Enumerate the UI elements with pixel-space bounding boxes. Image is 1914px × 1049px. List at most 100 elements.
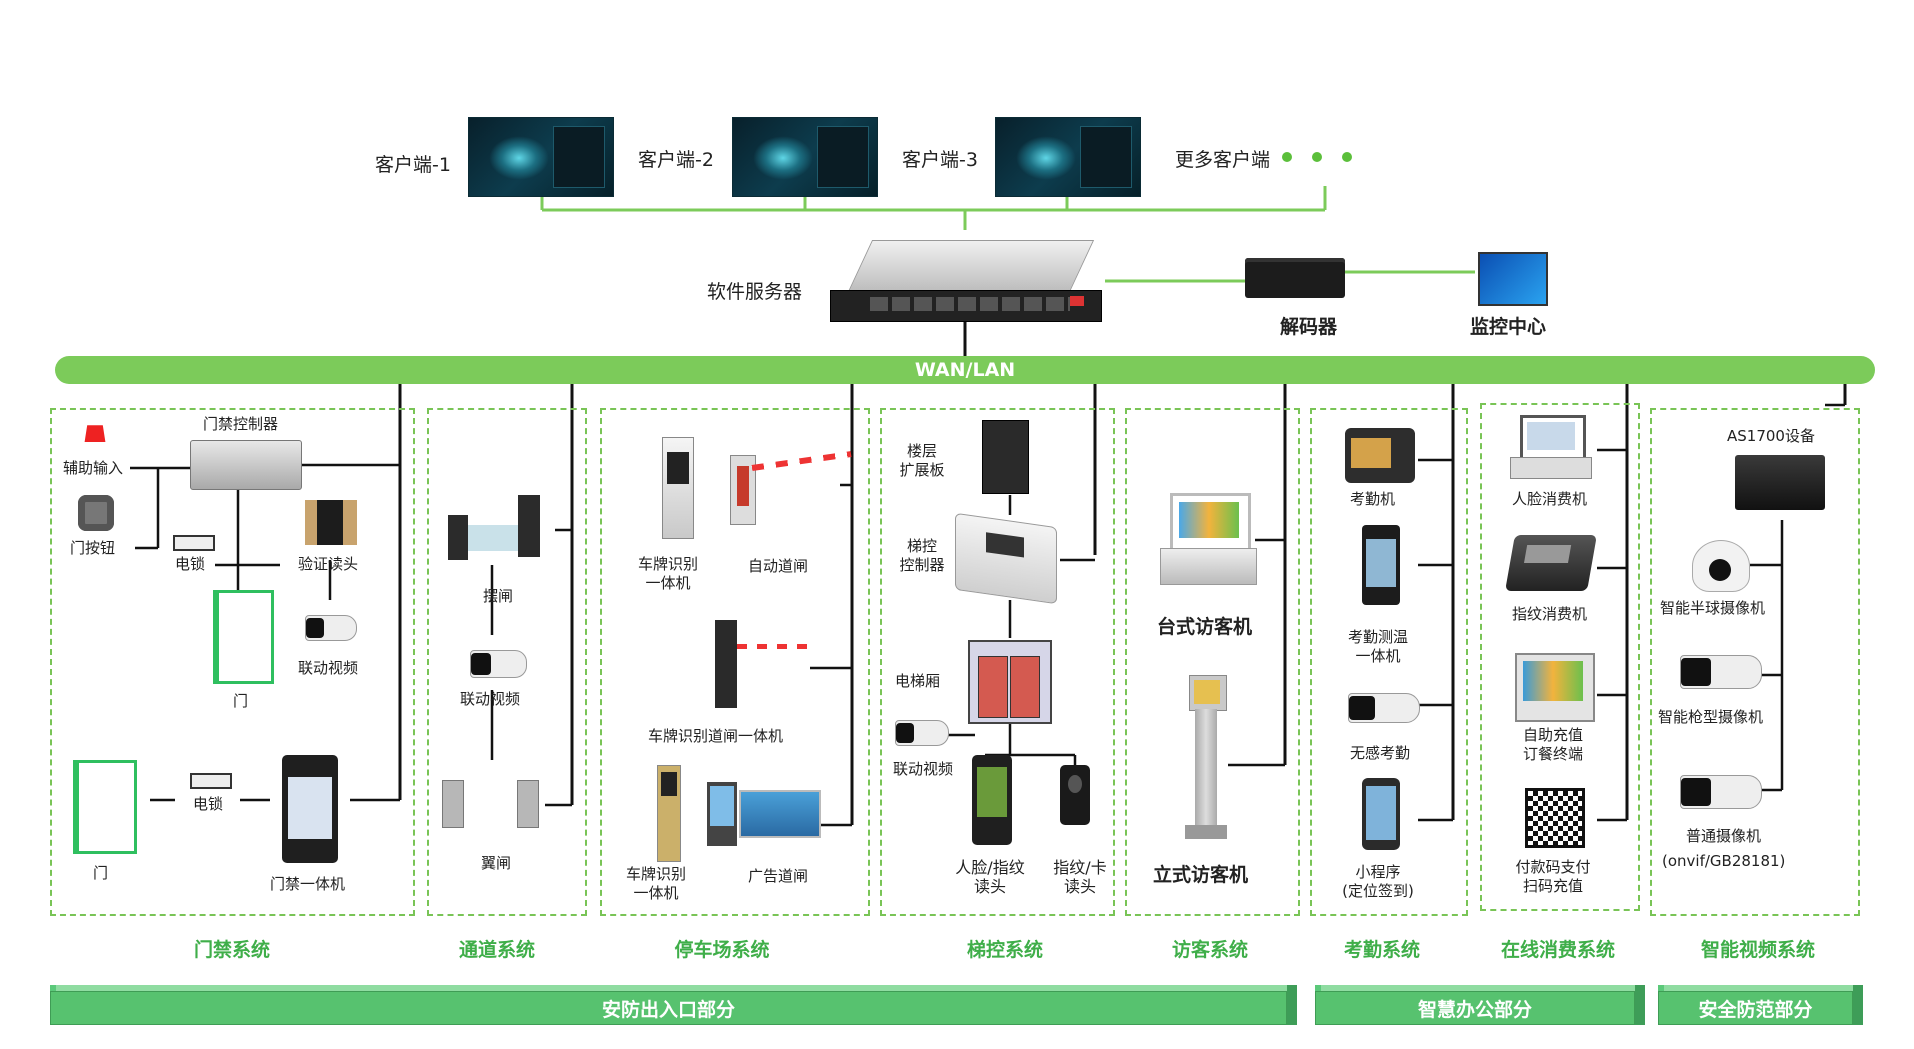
category-parking: 停车场系统 xyxy=(674,939,770,961)
video-1-label: 联动视频 xyxy=(298,659,359,677)
client-1-label: 客户端-1 xyxy=(375,154,451,176)
barrier-icon xyxy=(730,451,855,525)
elevator-car-label: 电梯厢 xyxy=(895,672,941,690)
client-2-screen xyxy=(732,117,878,197)
elevator-controller-icon xyxy=(955,512,1057,605)
parking-box xyxy=(600,408,870,916)
miniapp-label: 小程序 (定位签到) xyxy=(1342,863,1414,900)
elevator-box xyxy=(880,408,1115,916)
face-reader-label: 人脸/指纹 读头 xyxy=(955,858,1025,896)
kiosk-label: 自助充值 订餐终端 xyxy=(1522,726,1584,763)
video-box xyxy=(1650,408,1860,916)
barrier-label: 自动道闸 xyxy=(748,557,809,575)
section-band-security: 安全防范部分 xyxy=(1658,985,1863,1025)
lock-2-icon xyxy=(190,773,232,789)
fp-reader-label: 指纹/卡 读头 xyxy=(1053,858,1107,896)
temp-terminal-label: 考勤测温 一体机 xyxy=(1347,628,1409,665)
lock-1-label: 电锁 xyxy=(175,555,206,573)
normal-camera-icon xyxy=(1680,775,1762,809)
fp-pos-label: 指纹消费机 xyxy=(1512,605,1588,623)
desk-visitor-icon xyxy=(1160,493,1257,588)
door-button-label: 门按钮 xyxy=(70,539,116,557)
bullet-camera-icon xyxy=(1680,655,1762,689)
more-clients-label: 更多客户端 xyxy=(1175,149,1271,171)
aux-input-label: 辅助输入 xyxy=(63,459,124,477)
qr-label: 付款码支付 扫码充值 xyxy=(1515,858,1591,895)
face-pos-icon xyxy=(1510,415,1592,480)
wing-label: 翼闸 xyxy=(481,854,512,872)
door-1-label: 门 xyxy=(233,692,249,710)
lpr-camera-2-icon xyxy=(657,765,681,862)
lpr-gate-label: 车牌识别道闸一体机 xyxy=(648,727,784,745)
stand-visitor-label: 立式访客机 xyxy=(1153,864,1249,886)
floor-board-label: 楼层 扩展板 xyxy=(899,442,945,479)
lpr-camera-1-icon xyxy=(662,437,694,539)
server-label: 软件服务器 xyxy=(707,281,803,303)
stand-visitor-icon xyxy=(1185,675,1227,840)
elevator-car-icon xyxy=(968,640,1052,724)
wing-gate-icon xyxy=(442,770,542,828)
door-button-icon xyxy=(78,495,114,531)
access-control-box xyxy=(50,408,415,916)
elevator-controller-label: 梯控 控制器 xyxy=(899,537,945,574)
attendance-machine-label: 考勤机 xyxy=(1350,490,1396,508)
floor-board-icon xyxy=(982,420,1029,494)
normal-camera-label: 普通摄像机 xyxy=(1686,827,1762,845)
camera-4-icon xyxy=(1348,693,1420,723)
face-reader-icon xyxy=(972,755,1012,845)
category-video: 智能视频系统 xyxy=(1700,939,1816,961)
server-icon xyxy=(830,240,1102,330)
category-channel: 通道系统 xyxy=(458,939,536,961)
access-terminal-icon xyxy=(282,755,338,863)
face-pos-label: 人脸消费机 xyxy=(1512,490,1588,508)
monitor-label: 监控中心 xyxy=(1470,316,1547,338)
attendance-machine-icon xyxy=(1345,428,1415,483)
visitor-box xyxy=(1125,408,1300,916)
camera-3-icon xyxy=(895,720,949,746)
video-2-label: 联动视频 xyxy=(460,690,521,708)
category-access: 门禁系统 xyxy=(193,939,271,961)
normal-camera-note: (onvif/GB28181) xyxy=(1662,852,1786,870)
desk-visitor-label: 台式访客机 xyxy=(1157,616,1253,638)
lock-icon xyxy=(173,535,215,551)
category-attendance: 考勤系统 xyxy=(1343,939,1421,961)
lpr-2-label: 车牌识别 一体机 xyxy=(625,865,687,902)
door-controller-icon xyxy=(190,440,302,490)
client-3-label: 客户端-3 xyxy=(902,149,978,171)
client-3-screen xyxy=(995,117,1141,197)
consume-box xyxy=(1480,403,1640,911)
qr-code-icon xyxy=(1525,788,1585,848)
ad-gate-label: 广告道闸 xyxy=(748,867,809,885)
card-reader-icon xyxy=(305,500,357,545)
alarm-icon xyxy=(84,425,106,442)
dome-camera-label: 智能半球摄像机 xyxy=(1660,599,1766,617)
as1700-label: AS1700设备 xyxy=(1727,427,1815,445)
category-elevator: 梯控系统 xyxy=(966,939,1044,961)
lpr-1-label: 车牌识别 一体机 xyxy=(637,555,699,592)
camera-attendance-label: 无感考勤 xyxy=(1350,744,1411,762)
camera-1-icon xyxy=(305,615,357,641)
video-3-label: 联动视频 xyxy=(893,760,954,778)
fp-pos-icon xyxy=(1505,535,1597,591)
kiosk-icon xyxy=(1515,653,1595,722)
section-label-2: 智慧办公部分 xyxy=(1417,998,1532,1021)
miniapp-icon xyxy=(1362,778,1400,850)
reader-label: 验证读头 xyxy=(298,555,359,573)
section-band-security-entrance: 安防出入口部分 xyxy=(50,985,1297,1025)
monitor-icon xyxy=(1478,252,1548,306)
category-visitor: 访客系统 xyxy=(1171,939,1249,961)
door-2-label: 门 xyxy=(93,864,109,882)
section-band-smart-office: 智慧办公部分 xyxy=(1315,985,1645,1025)
bullet-camera-label: 智能枪型摄像机 xyxy=(1658,708,1764,726)
camera-2-icon xyxy=(470,650,527,678)
door-2-icon xyxy=(73,760,137,854)
section-label-1: 安防出入口部分 xyxy=(601,998,735,1021)
door-1-icon xyxy=(213,590,274,684)
lock-2-label: 电锁 xyxy=(193,795,224,813)
dome-camera-icon xyxy=(1692,540,1750,592)
door-controller-label: 门禁控制器 xyxy=(203,415,279,433)
decoder-label: 解码器 xyxy=(1280,316,1338,338)
channel-box xyxy=(427,408,587,916)
terminal-label: 门禁一体机 xyxy=(270,875,346,893)
